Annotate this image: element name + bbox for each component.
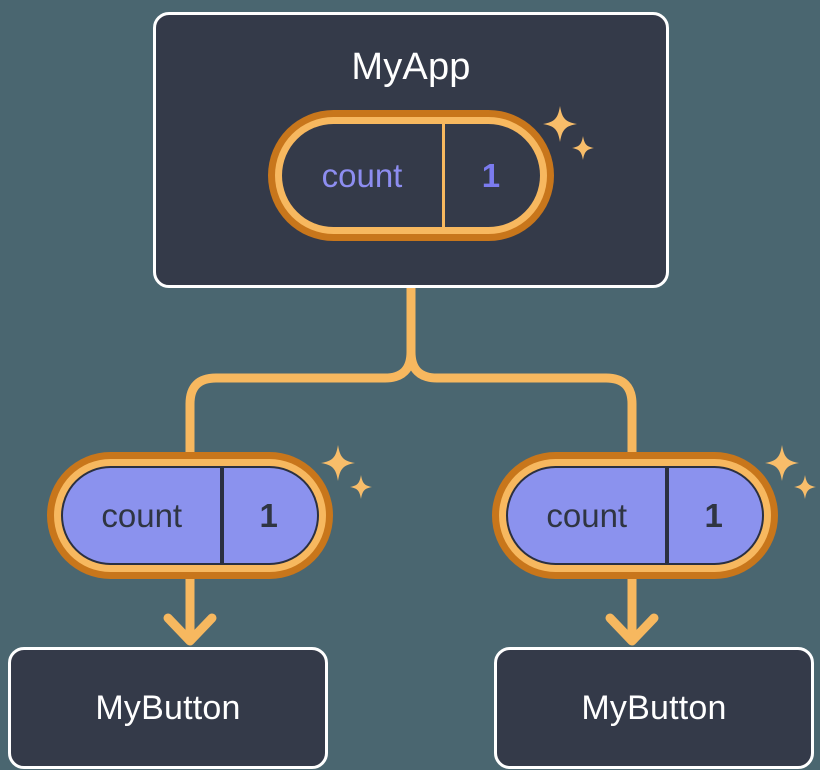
button-component-box-left[interactable]: MyButton [8, 647, 328, 769]
state-pill-left[interactable]: count 1 [47, 452, 333, 579]
state-pill-value: 1 [259, 496, 278, 534]
pill-body: count 1 [282, 124, 540, 227]
pill-divider [220, 468, 225, 563]
pill-divider [665, 468, 670, 563]
button-component-box-right[interactable]: MyButton [494, 647, 814, 769]
connector-branch-to-right [406, 351, 637, 470]
arrow-down-icon-left [163, 613, 217, 646]
state-pill-app[interactable]: count 1 [268, 110, 554, 241]
pill-inner-ring: count 1 [499, 459, 771, 572]
state-pill-key: count [101, 496, 183, 534]
state-pill-key: count [546, 496, 628, 534]
pill-body: count 1 [506, 466, 764, 565]
pill-inner-ring: count 1 [54, 459, 326, 572]
state-pill-right[interactable]: count 1 [492, 452, 778, 579]
connector-branch-to-left [185, 351, 416, 470]
pill-inner-ring: count 1 [275, 117, 547, 234]
arrow-down-icon-right [605, 613, 659, 646]
button-component-label-right: MyButton [581, 688, 727, 727]
app-component-label: MyApp [351, 46, 471, 88]
state-pill-key: count [321, 156, 403, 194]
state-pill-value: 1 [481, 156, 501, 194]
pill-body: count 1 [61, 466, 319, 565]
button-component-label-left: MyButton [95, 688, 241, 727]
pill-divider [441, 124, 445, 227]
state-pill-value: 1 [704, 496, 723, 534]
